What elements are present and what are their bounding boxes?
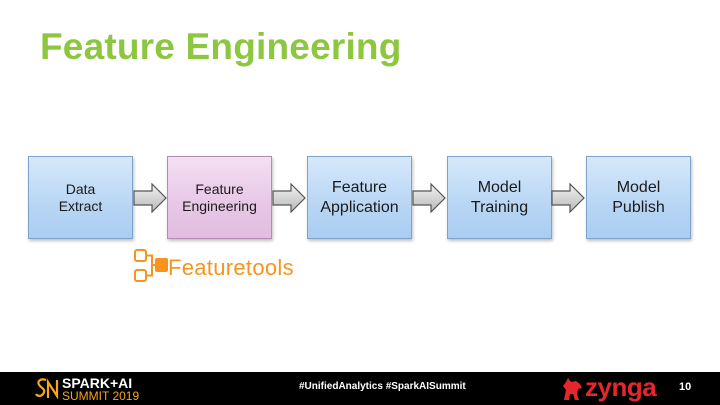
step-label: Model Training (470, 179, 529, 216)
spark-ai-summit-logo-icon (35, 378, 59, 400)
step-data-extract: Data Extract (28, 156, 133, 239)
arrow-right-icon (133, 183, 167, 213)
page-number: 10 (679, 381, 692, 393)
zynga-wordmark: zynga (585, 372, 657, 402)
footer-bar: SPARK+AI SUMMIT 2019 #UnifiedAnalytics #… (0, 372, 720, 405)
step-feature-application: Feature Application (307, 156, 412, 239)
step-label: Feature Application (320, 179, 399, 216)
step-model-publish: Model Publish (586, 156, 691, 239)
event-hashtags: #UnifiedAnalytics #SparkAISummit (299, 381, 466, 392)
event-name: SPARK+AI (62, 375, 133, 391)
slide-title: Feature Engineering (40, 26, 402, 67)
step-feature-engineering: Feature Engineering (167, 156, 272, 239)
featuretools-logo-icon (134, 249, 168, 282)
step-label: Feature Engineering (182, 180, 257, 214)
step-label: Data Extract (58, 180, 103, 214)
step-model-training: Model Training (447, 156, 552, 239)
event-subtitle: SUMMIT 2019 (62, 389, 140, 403)
arrow-right-icon (272, 183, 306, 213)
step-label: Model Publish (612, 179, 665, 216)
zynga-dog-icon (563, 378, 582, 400)
arrow-right-icon (412, 183, 446, 213)
featuretools-wordmark: Featuretools (168, 255, 294, 280)
arrow-right-icon (551, 183, 585, 213)
